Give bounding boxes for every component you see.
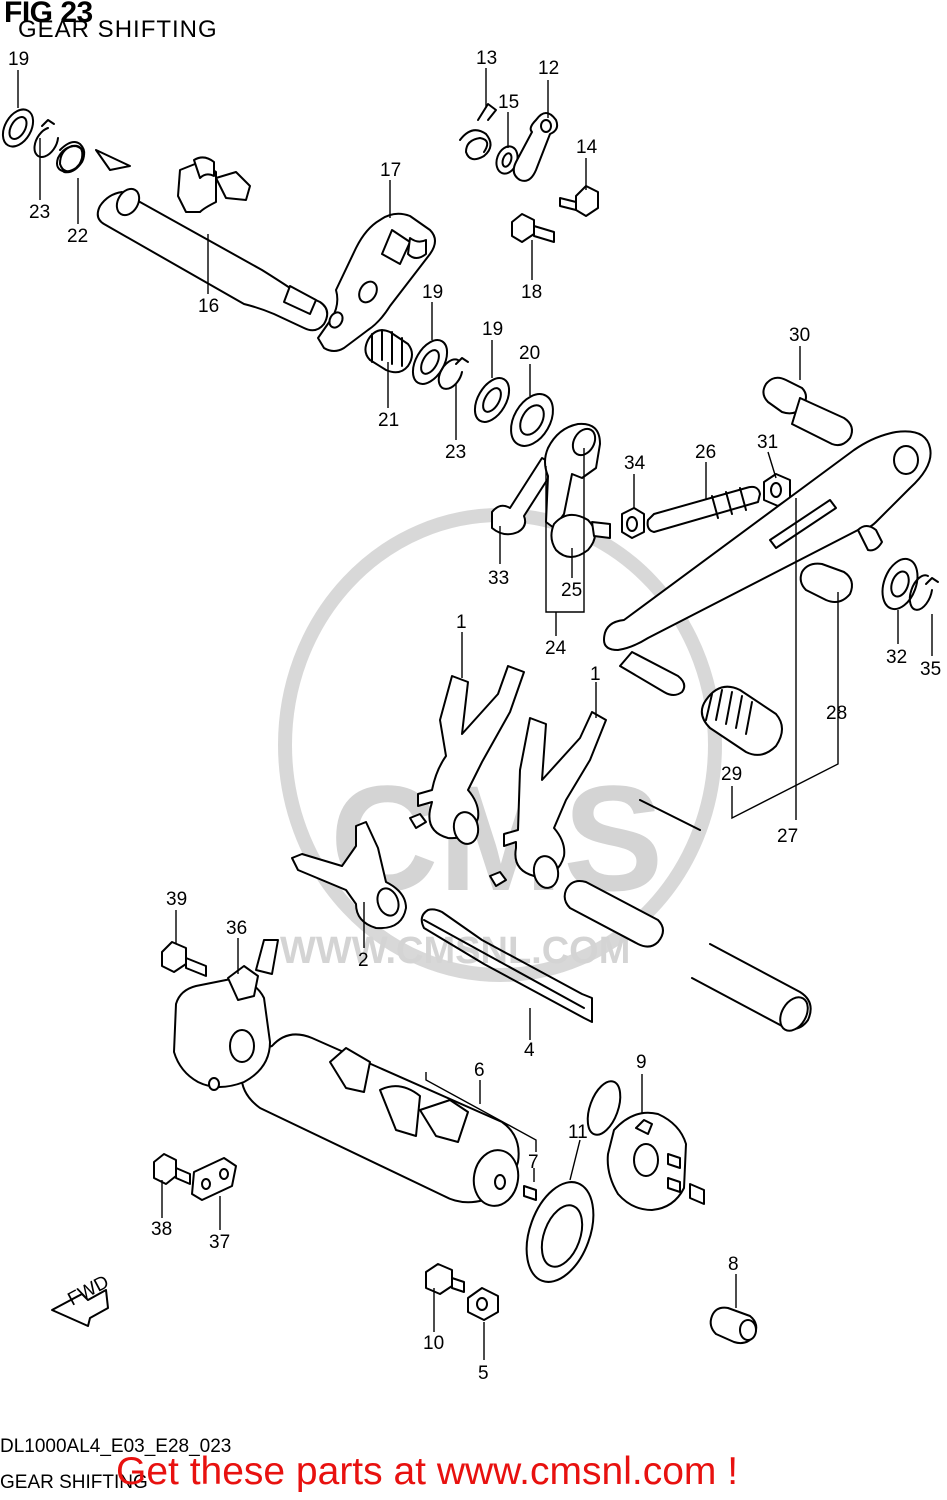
callout-7: 7 bbox=[528, 1152, 539, 1173]
callout-9: 9 bbox=[636, 1052, 647, 1073]
promo-link[interactable]: Get these parts at www.cmsnl.com ! bbox=[116, 1450, 739, 1493]
callout-11: 11 bbox=[568, 1122, 588, 1143]
plate-37 bbox=[191, 1157, 237, 1201]
callout-22: 22 bbox=[67, 226, 88, 247]
callout-2: 2 bbox=[358, 950, 369, 971]
callout-27: 27 bbox=[777, 826, 798, 847]
callout-19-right: 19 bbox=[482, 319, 503, 340]
callout-21: 21 bbox=[378, 410, 399, 431]
bearing-11 bbox=[525, 1080, 622, 1283]
screw-9-bolt bbox=[689, 1183, 705, 1205]
bolt-38 bbox=[153, 1153, 191, 1185]
washer-15 bbox=[495, 145, 519, 175]
callout-1-left: 1 bbox=[456, 612, 467, 633]
section-name: GEAR SHIFTING bbox=[0, 1472, 148, 1493]
washer-19-top bbox=[1, 108, 35, 148]
pin-8 bbox=[709, 1306, 758, 1345]
callout-numbers: 19 23 22 16 17 13 15 12 14 18 19 21 23 1… bbox=[8, 48, 941, 1384]
callout-31: 31 bbox=[757, 432, 778, 453]
shift-fork-1-right bbox=[489, 711, 607, 889]
callout-15: 15 bbox=[498, 92, 519, 113]
shift-fork-shaft-4 bbox=[420, 908, 593, 1023]
shift-shaft-16 bbox=[96, 156, 329, 332]
diagram-code: DL1000AL4_E03_E28_023 bbox=[0, 1436, 232, 1457]
tie-rod-26 bbox=[646, 485, 761, 533]
callout-29: 29 bbox=[721, 764, 742, 785]
gearshift-lever-27 bbox=[603, 430, 932, 696]
circlip-23-top bbox=[33, 119, 59, 158]
nut-34 bbox=[621, 507, 645, 539]
bolt-10 bbox=[425, 1263, 465, 1295]
link-12 bbox=[512, 112, 559, 182]
callout-17: 17 bbox=[380, 160, 401, 181]
shift-fork-2 bbox=[291, 821, 407, 930]
bolt-18 bbox=[511, 213, 555, 243]
callout-19-top: 19 bbox=[8, 49, 29, 70]
callout-4: 4 bbox=[524, 1040, 535, 1061]
callout-33: 33 bbox=[488, 568, 509, 589]
callout-38: 38 bbox=[151, 1219, 172, 1240]
callout-16: 16 bbox=[198, 296, 219, 317]
callout-37: 37 bbox=[209, 1232, 230, 1253]
washer-19-middle bbox=[411, 339, 449, 385]
spring-21 bbox=[364, 329, 413, 374]
washer-32 bbox=[881, 557, 919, 611]
callout-8: 8 bbox=[728, 1254, 739, 1275]
fwd-arrow bbox=[51, 1289, 109, 1327]
callout-25: 25 bbox=[561, 580, 582, 601]
callout-24: 24 bbox=[545, 638, 567, 659]
callout-30: 30 bbox=[789, 325, 810, 346]
callout-13: 13 bbox=[476, 48, 497, 69]
bolt-33 bbox=[491, 457, 557, 536]
callout-28: 28 bbox=[826, 703, 847, 724]
callout-18: 18 bbox=[521, 282, 542, 303]
cam-plate-9 bbox=[606, 1111, 687, 1211]
callout-20: 20 bbox=[519, 343, 540, 364]
callout-36: 36 bbox=[226, 918, 247, 939]
callout-26: 26 bbox=[695, 442, 716, 463]
washer-19-right bbox=[473, 377, 511, 423]
washer-5 bbox=[467, 1287, 499, 1321]
callout-6: 6 bbox=[474, 1060, 485, 1081]
callout-32: 32 bbox=[886, 647, 907, 668]
callout-34: 34 bbox=[624, 453, 646, 474]
shift-shaft-rod bbox=[563, 799, 812, 1032]
circlip-23-middle bbox=[437, 357, 469, 390]
bolt-39 bbox=[161, 941, 207, 977]
pin-7 bbox=[523, 1185, 537, 1201]
return-spring-13 bbox=[459, 103, 497, 161]
callout-23-middle: 23 bbox=[445, 442, 466, 463]
rubber-peg-29 bbox=[700, 685, 783, 756]
callout-10: 10 bbox=[423, 1333, 444, 1354]
leader-lines bbox=[17, 68, 933, 1360]
spring-22 bbox=[56, 141, 131, 174]
pivot-pin-28 bbox=[799, 562, 853, 603]
figure-subtitle: GEAR SHIFTING bbox=[18, 16, 218, 43]
callout-23-top: 23 bbox=[29, 202, 50, 223]
callout-14: 14 bbox=[576, 137, 598, 158]
bolt-14 bbox=[559, 185, 599, 217]
circlip-35 bbox=[908, 574, 939, 611]
gearshift-cam-drum-6 bbox=[240, 1033, 520, 1207]
nut-31 bbox=[763, 473, 791, 507]
callout-5: 5 bbox=[478, 1363, 489, 1384]
callout-12: 12 bbox=[538, 58, 559, 79]
oil-seal-20 bbox=[510, 393, 554, 447]
pivot-bolt-30 bbox=[762, 376, 853, 447]
figure-title: FIG 23 bbox=[4, 0, 93, 29]
shift-fork-1-left bbox=[409, 665, 525, 845]
gearshift-arm-plate-17 bbox=[317, 212, 436, 352]
callout-19-middle: 19 bbox=[422, 282, 443, 303]
callout-35: 35 bbox=[920, 659, 941, 680]
callout-1-right: 1 bbox=[590, 664, 601, 685]
gearshift-lever-arm-25 bbox=[544, 422, 611, 558]
callout-39: 39 bbox=[166, 889, 187, 910]
cam-stopper-36 bbox=[173, 939, 279, 1091]
